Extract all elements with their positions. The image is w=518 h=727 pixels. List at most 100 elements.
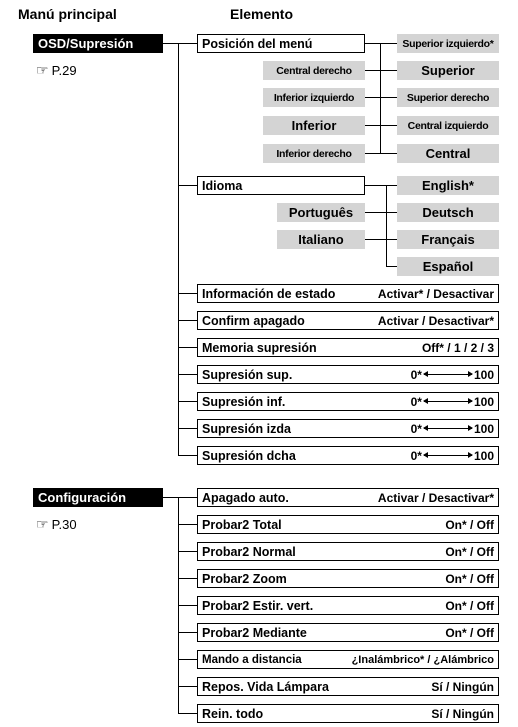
language-label: Idioma xyxy=(202,178,243,193)
range-min: 0* xyxy=(410,394,422,409)
row-label: Probar2 Zoom xyxy=(202,571,287,586)
row-label: Repos. Vida Lámpara xyxy=(202,679,329,694)
blanking-right-row: Supresión dcha 0* 100 xyxy=(197,446,499,465)
option-bottom-right: Inferior derecho xyxy=(263,144,365,163)
connector xyxy=(365,239,397,240)
row-label: Probar2 Estir. vert. xyxy=(202,598,314,613)
row-label: Información de estado xyxy=(202,286,336,301)
test-through-row: Probar2 Mediante On* / Off xyxy=(197,623,499,642)
blanking-memory-row: Memoria supresión Off* / 1 / 2 / 3 xyxy=(197,338,499,357)
connector xyxy=(365,153,397,154)
range-min: 0* xyxy=(410,448,422,463)
option-bottom: Inferior xyxy=(263,116,365,135)
connector xyxy=(380,43,381,153)
connector xyxy=(178,185,197,186)
row-value: On* / Off xyxy=(445,544,494,559)
menu-osd-supresion: OSD/Supresión xyxy=(33,34,163,53)
connector xyxy=(178,632,197,633)
connector xyxy=(178,428,197,429)
blanking-bottom-row: Supresión inf. 0* 100 xyxy=(197,392,499,411)
row-label: Supresión inf. xyxy=(202,394,286,409)
menu-position-item: Posición del menú xyxy=(197,34,365,53)
test-normal-row: Probar2 Normal On* / Off xyxy=(197,542,499,561)
row-label: Rein. todo xyxy=(202,706,264,721)
option-top-left: Superior izquierdo* xyxy=(397,34,499,53)
row-value: Activar / Desactivar* xyxy=(377,490,494,505)
range-value: 0* 100 xyxy=(411,449,494,463)
connector xyxy=(365,70,397,71)
row-value: On* / Off xyxy=(445,598,494,613)
auto-power-off-row: Apagado auto. Activar / Desactivar* xyxy=(197,488,499,507)
connector xyxy=(178,659,197,660)
connector xyxy=(178,293,197,294)
osd-ref-text: P.29 xyxy=(51,63,77,78)
option-espanol: Español xyxy=(397,257,499,276)
connector xyxy=(163,497,197,498)
range-value: 0* 100 xyxy=(411,395,494,409)
test-zoom-row: Probar2 Zoom On* / Off xyxy=(197,569,499,588)
option-center-right: Central derecho xyxy=(263,61,365,80)
row-label: Mando a distancia xyxy=(202,653,302,666)
connector xyxy=(178,347,197,348)
test-vertical-stretch-row: Probar2 Estir. vert. On* / Off xyxy=(197,596,499,615)
range-value: 0* 100 xyxy=(411,422,494,436)
range-arrow-icon xyxy=(422,371,473,377)
option-english: English* xyxy=(397,176,499,195)
connector xyxy=(178,578,197,579)
range-max: 100 xyxy=(473,421,494,436)
row-value: Sí / Ningún xyxy=(431,706,494,721)
row-value: Activar* / Desactivar xyxy=(377,286,494,301)
option-bottom-left: Inferior izquierdo xyxy=(263,88,365,107)
pointing-hand-icon: ☞ xyxy=(36,516,49,532)
connector xyxy=(365,185,398,186)
option-top: Superior xyxy=(397,61,499,80)
remote-control-row: Mando a distancia ¿Inalámbrico* / ¿Alámb… xyxy=(197,650,499,669)
connector xyxy=(386,185,387,266)
row-value: On* / Off xyxy=(445,625,494,640)
connector xyxy=(163,43,197,44)
option-center: Central xyxy=(397,144,499,163)
connector xyxy=(365,212,397,213)
row-label: Memoria supresión xyxy=(202,340,317,355)
range-arrow-icon xyxy=(422,425,473,431)
option-francais: Français xyxy=(397,230,499,249)
connector xyxy=(178,455,197,456)
row-value: Off* / 1 / 2 / 3 xyxy=(421,340,494,355)
option-top-right: Superior derecho xyxy=(397,88,499,107)
language-item: Idioma xyxy=(197,176,365,195)
row-label: Probar2 Total xyxy=(202,517,282,532)
connector xyxy=(178,401,197,402)
status-info-row: Información de estado Activar* / Desacti… xyxy=(197,284,499,303)
row-label: Supresión izda xyxy=(202,421,291,436)
menu-position-label: Posición del menú xyxy=(202,36,313,51)
connector xyxy=(178,374,197,375)
test-total-row: Probar2 Total On* / Off xyxy=(197,515,499,534)
range-min: 0* xyxy=(410,421,422,436)
connector xyxy=(178,551,197,552)
row-value: On* / Off xyxy=(445,571,494,586)
connector xyxy=(178,524,197,525)
range-arrow-icon xyxy=(422,398,473,404)
config-page-reference: ☞ P.30 xyxy=(36,516,77,533)
option-italiano: Italiano xyxy=(277,230,365,249)
pointing-hand-icon: ☞ xyxy=(36,62,49,78)
lamp-life-reset-row: Repos. Vida Lámpara Sí / Ningún xyxy=(197,677,499,696)
range-max: 100 xyxy=(473,367,494,382)
row-value: Activar / Desactivar* xyxy=(377,313,494,328)
row-label: Supresión sup. xyxy=(202,367,293,382)
osd-page-reference: ☞ P.29 xyxy=(36,62,77,79)
row-label: Confirm apagado xyxy=(202,313,305,328)
row-label: Apagado auto. xyxy=(202,490,289,505)
option-center-left: Central izquierdo xyxy=(397,116,499,135)
connector xyxy=(365,43,398,44)
config-ref-text: P.30 xyxy=(51,517,77,532)
option-portugues: Português xyxy=(277,203,365,222)
blanking-top-row: Supresión sup. 0* 100 xyxy=(197,365,499,384)
menu-configuracion: Configuración xyxy=(33,488,163,507)
confirm-shutdown-row: Confirm apagado Activar / Desactivar* xyxy=(197,311,499,330)
row-label: Probar2 Normal xyxy=(202,544,296,559)
range-value: 0* 100 xyxy=(411,368,494,382)
connector xyxy=(178,320,197,321)
row-value: On* / Off xyxy=(445,517,494,532)
reset-all-row: Rein. todo Sí / Ningún xyxy=(197,704,499,723)
